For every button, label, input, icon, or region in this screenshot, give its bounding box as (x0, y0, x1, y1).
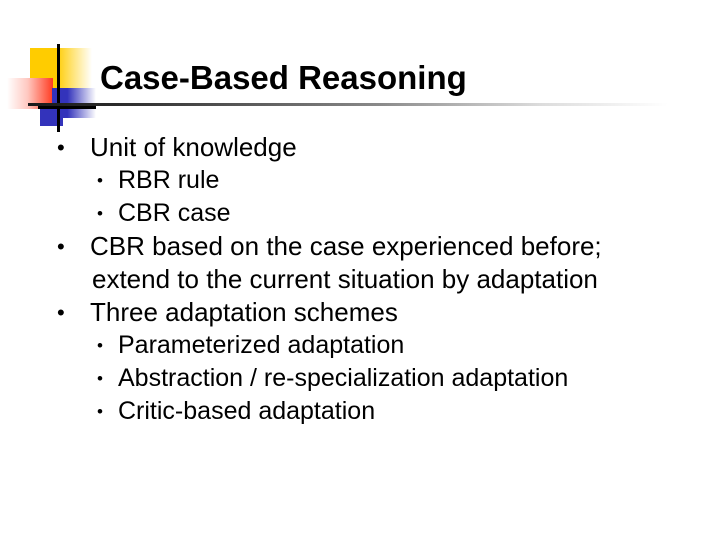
logo-vertical-line (57, 44, 60, 132)
bullet-marker: • (57, 234, 65, 259)
list-item: • CBR case (0, 197, 720, 230)
list-item: • Abstraction / re-specialization adapta… (0, 362, 720, 395)
list-item-label: Abstraction / re-specialization adaptati… (118, 364, 569, 392)
bullet-marker: • (97, 204, 103, 223)
list-item: • Parameterized adaptation (0, 329, 720, 362)
bullet-marker: • (57, 300, 65, 325)
logo-horizontal-line (38, 106, 96, 109)
slide-title: Case-Based Reasoning (100, 59, 467, 96)
bullet-marker: • (97, 336, 103, 355)
list-item-label: Critic-based adaptation (118, 397, 376, 425)
list-item-label: Three adaptation schemes (90, 297, 398, 327)
list-item: • Three adaptation schemes (0, 296, 720, 329)
title-divider (28, 103, 668, 106)
list-item: • Critic-based adaptation (0, 395, 720, 428)
list-item-label: Unit of knowledge (90, 132, 297, 162)
list-item-label: CBR case (118, 199, 231, 227)
list-item-continuation: extend to the current situation by adapt… (0, 263, 720, 296)
list-item-label: extend to the current situation by adapt… (92, 264, 598, 294)
list-item: • RBR rule (0, 164, 720, 197)
bullet-marker: • (97, 369, 103, 388)
list-item: • CBR based on the case experienced befo… (0, 230, 720, 263)
list-item: • Unit of knowledge (0, 131, 720, 164)
bullet-marker: • (97, 171, 103, 190)
bullet-list: • Unit of knowledge • RBR rule • CBR cas… (0, 131, 720, 428)
list-item-label: CBR based on the case experienced before… (90, 231, 602, 261)
bullet-marker: • (97, 402, 103, 421)
list-item-label: RBR rule (118, 166, 220, 194)
bullet-marker: • (57, 135, 65, 160)
list-item-label: Parameterized adaptation (118, 331, 405, 359)
